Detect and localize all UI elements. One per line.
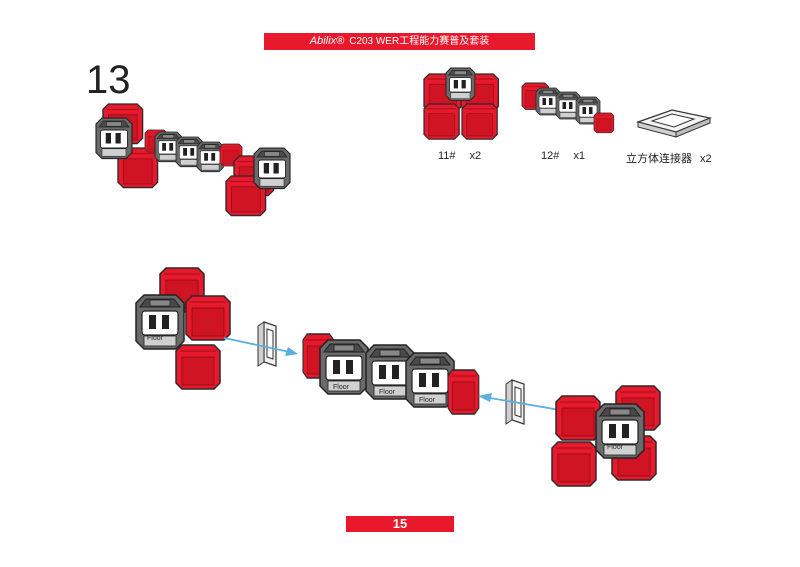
part-11-image — [423, 67, 500, 140]
left-connector — [257, 321, 277, 367]
right-arrow — [478, 393, 561, 411]
part-qty: x2 — [700, 153, 712, 165]
part-12-image — [521, 82, 615, 134]
header-title: C203 WER工程能力赛普及套装 — [349, 36, 490, 47]
module-label: Floor — [379, 389, 396, 396]
left-arrow — [223, 337, 298, 356]
part-id: 12# — [541, 150, 560, 162]
module-label: Floor — [333, 384, 350, 391]
overview-assembly — [95, 103, 291, 217]
module-label: Floor — [607, 444, 624, 451]
part-label-12: 12# x1 — [541, 150, 585, 162]
left-part-11: Floor — [135, 267, 231, 390]
center-part-12: Floor Floor Floor — [302, 333, 480, 415]
header-bar: Abilix® C203 WER工程能力赛普及套装 — [264, 33, 535, 50]
right-part-11: Floor — [551, 385, 661, 487]
part-label-connector: 立方体连接器 x2 — [626, 150, 712, 166]
module-label: Floor — [419, 397, 436, 404]
page-number: 15 — [346, 516, 454, 532]
part-id: 立方体连接器 — [626, 153, 692, 165]
part-qty: x1 — [573, 150, 585, 162]
brand-logo: Abilix® — [309, 35, 345, 47]
part-id: 11# — [438, 150, 456, 162]
part-qty: x2 — [469, 150, 482, 162]
module-label: Floor — [147, 335, 164, 342]
step-number: 13 — [86, 58, 131, 102]
part-label-11: 11# x2 — [438, 150, 481, 162]
connector-part-image — [635, 109, 713, 138]
